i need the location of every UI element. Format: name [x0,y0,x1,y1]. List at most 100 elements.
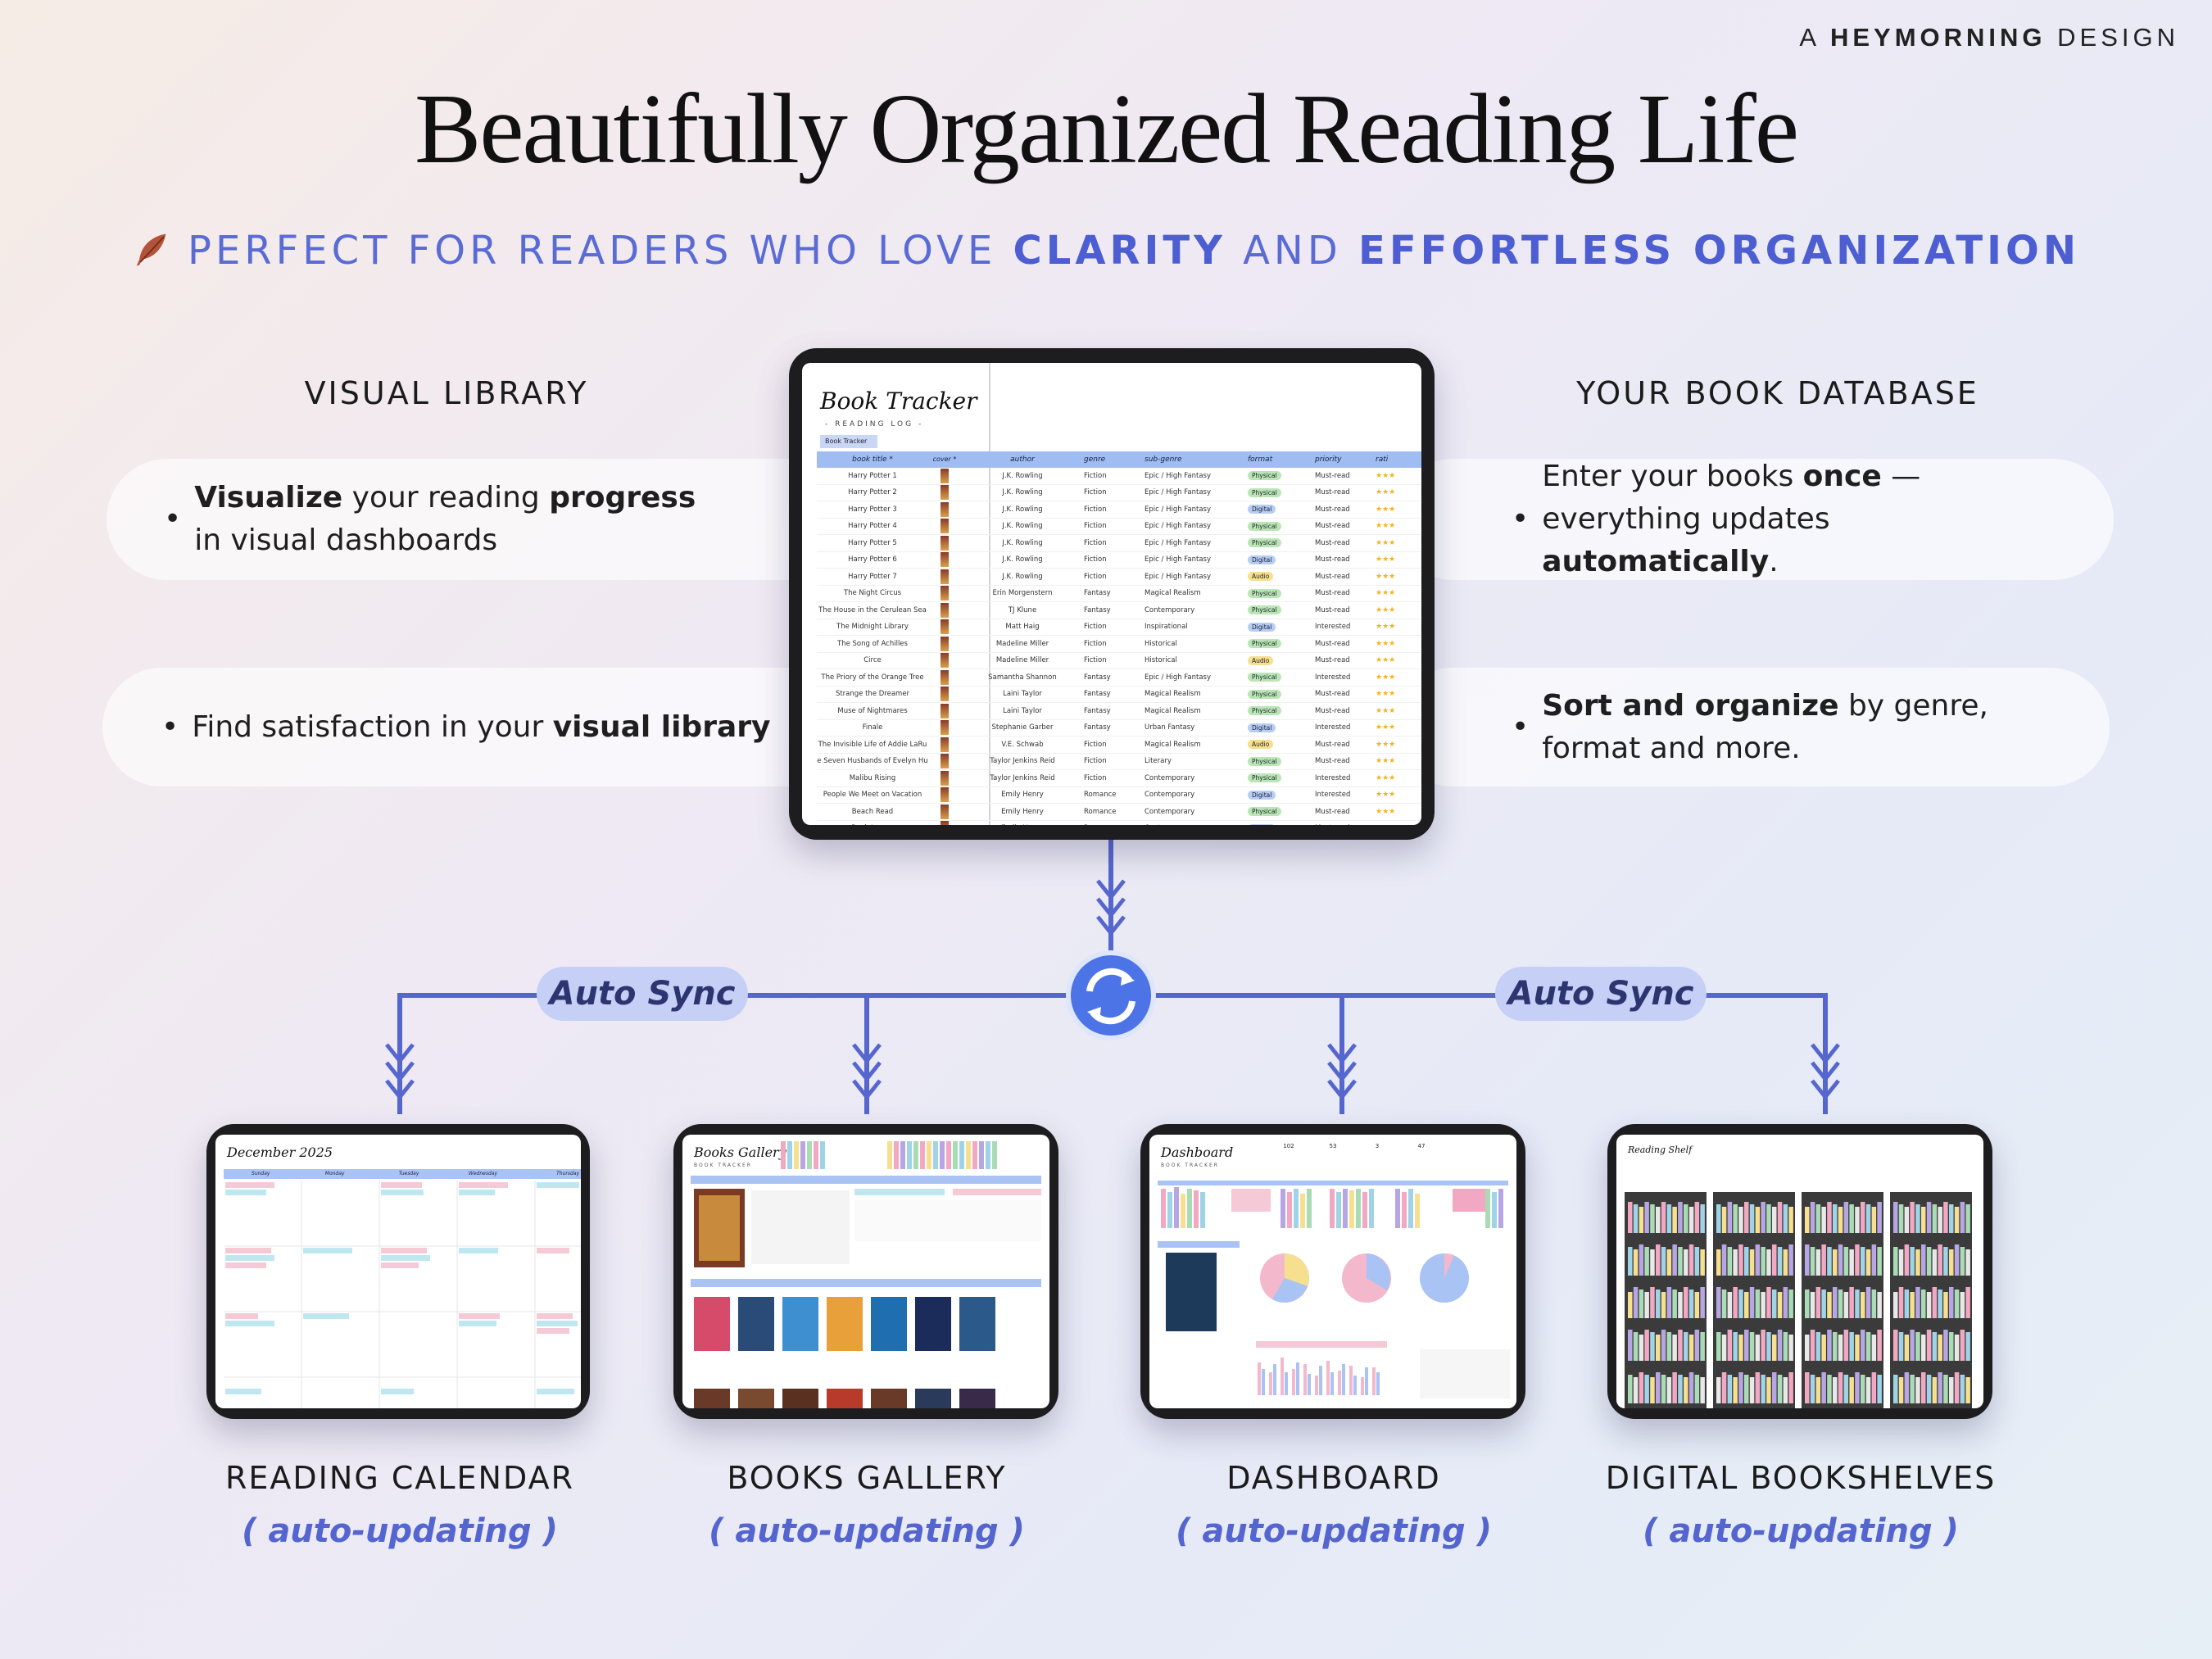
stat-value: 47 [1417,1143,1426,1149]
shelf-book [1932,1204,1938,1233]
format-cell[interactable]: Physical [1248,689,1315,699]
shelf-book [1949,1332,1954,1361]
shelf-book [1926,1202,1932,1233]
format-cell[interactable]: Physical [1248,471,1315,481]
subgenre-cell: Epic / High Fantasy [1145,555,1212,564]
shelf-book [1766,1249,1771,1276]
format-cell[interactable]: Physical [1248,639,1315,649]
subgenre-cell: Literary [1145,757,1172,766]
format-cell[interactable]: Digital [1248,555,1315,564]
shelf-book [1672,1207,1677,1233]
format-cell[interactable]: Physical [1248,588,1315,598]
format-cell[interactable]: Physical [1248,773,1315,783]
dashboard-screen: Dashboard BOOK TRACKER 102 53 3 47 [1149,1135,1516,1408]
shelf-book [1672,1244,1677,1276]
author-cell: Laini Taylor [1003,706,1042,715]
priority-cell: Must-read [1315,807,1350,816]
shelf-book [1965,1332,1970,1361]
digital-bookshelves-label: DIGITAL BOOKSHELVES [1605,1460,1997,1496]
rating-cell: ★★★ [1376,589,1396,598]
table-row[interactable]: Book LoversEmily HenryRomanceContemporar… [817,821,1421,825]
rating-cell: ★★★ [1376,605,1396,614]
shelf-book [1838,1335,1843,1361]
visual-library-bullet-2: •Find satisfaction in your visual librar… [102,668,926,786]
shelf-book [1761,1202,1766,1233]
shelf-book [1716,1332,1721,1361]
shelf-book [1827,1330,1832,1361]
shelf-book [1855,1244,1860,1276]
rating-cell: ★★★ [1376,807,1396,816]
format-cell[interactable]: Digital [1248,723,1315,732]
shelf-book [1656,1372,1661,1403]
format-chip: Physical [1248,471,1281,481]
shelf-book [1877,1247,1882,1276]
stat-value: 53 [1329,1143,1337,1149]
priority-cell: Must-read [1315,740,1350,749]
shelf-book [1672,1290,1677,1318]
shelf-book [1833,1204,1838,1233]
book-title-cell: The Invisible Life of Addie LaRu [818,740,927,749]
format-cell[interactable]: Digital [1248,622,1315,632]
auto-sync-label-left: Auto Sync [537,967,748,1021]
format-cell[interactable]: Physical [1248,756,1315,766]
format-cell[interactable]: Digital [1248,790,1315,800]
format-chip: Digital [1248,723,1276,732]
format-cell[interactable]: Audio [1248,740,1315,750]
book-cover-thumb [941,501,949,517]
genre-cell: Fiction [1084,623,1107,632]
gallery-preview [691,1141,1041,1408]
shelf-book [1744,1202,1749,1233]
format-cell[interactable]: Physical [1248,521,1315,531]
shelf-book [1666,1204,1672,1233]
tracker-tab[interactable]: Book Tracker [820,435,877,448]
shelf-book [1688,1244,1694,1276]
format-cell[interactable]: Digital [1248,505,1315,514]
format-chip: Physical [1248,673,1281,682]
shelf-book [1628,1247,1633,1276]
format-cell[interactable]: Digital [1248,823,1315,825]
calendar-tablet: December 2025 Sunday Monday Tuesday Wedn… [206,1124,590,1419]
format-cell[interactable]: Physical [1248,605,1315,615]
shelf-book [1843,1247,1849,1276]
format-cell[interactable]: Physical [1248,487,1315,497]
visual-library-heading: VISUAL LIBRARY [304,375,589,411]
shelf-book [1744,1330,1749,1361]
format-cell[interactable]: Physical [1248,807,1315,817]
book-database-bullet-1: •Enter your books once — everything upda… [1393,459,2114,580]
format-cell[interactable]: Audio [1248,572,1315,582]
shelf-book [1815,1287,1821,1318]
shelf-book [1639,1207,1644,1233]
shelf-book [1904,1372,1910,1403]
shelf-book [1954,1335,1960,1361]
book-cover-thumb [941,770,949,786]
format-cell[interactable]: Audio [1248,655,1315,665]
shelf-book [1694,1202,1700,1233]
format-cell[interactable]: Physical [1248,538,1315,548]
format-cell[interactable]: Physical [1248,673,1315,682]
cover-cell [928,535,961,551]
format-cell[interactable]: Physical [1248,706,1315,716]
genre-cell: Fiction [1084,522,1107,531]
shelf-book [1833,1249,1838,1276]
